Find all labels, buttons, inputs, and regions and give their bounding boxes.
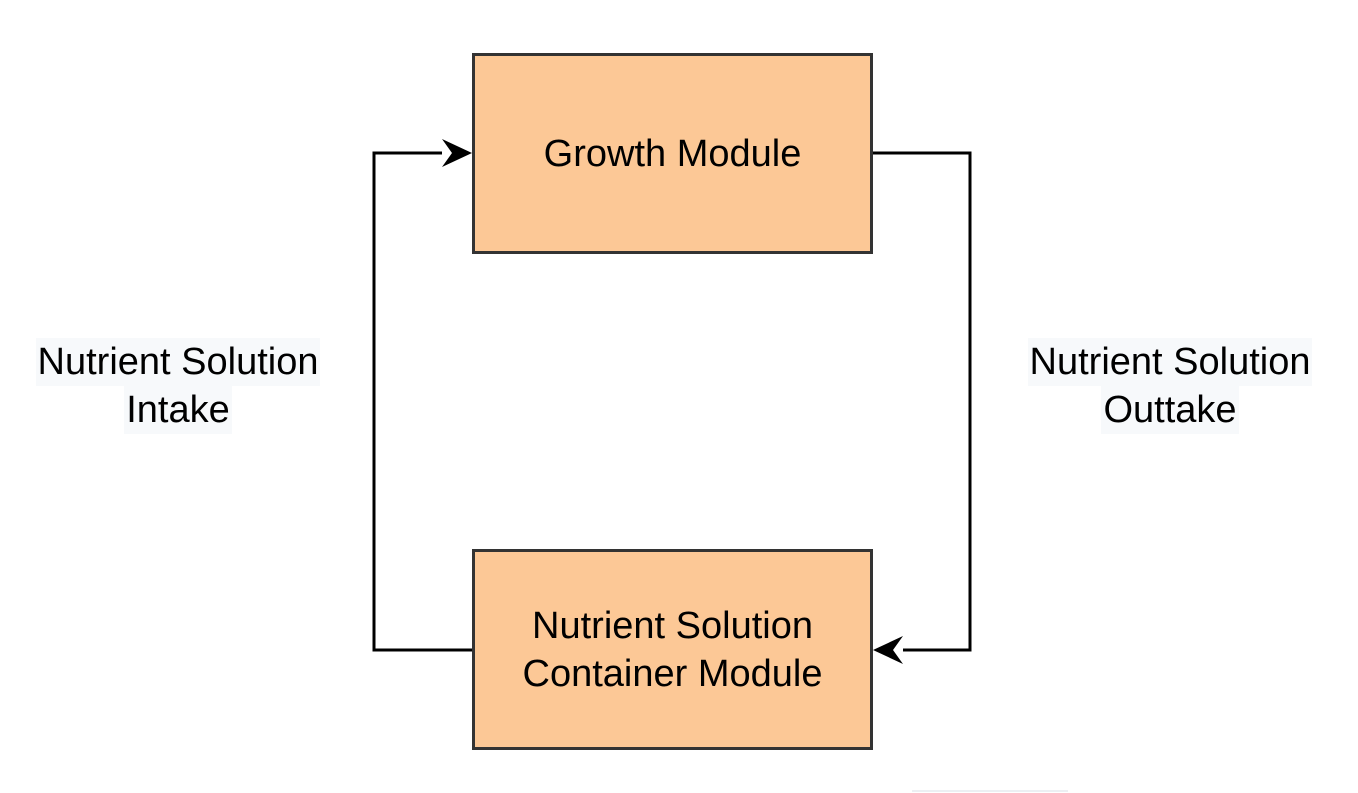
- intake-label-line-2: Intake: [124, 386, 232, 434]
- footer-divider: [912, 790, 1068, 792]
- outtake-connector: [873, 151, 972, 652]
- outtake-label-line-1: Nutrient Solution: [1027, 338, 1313, 386]
- growth-module-label: Growth Module: [543, 132, 802, 175]
- intake-connector: [372, 151, 472, 652]
- intake-label-line-1: Nutrient Solution: [35, 338, 321, 386]
- intake-arrowhead: [442, 139, 472, 167]
- container-module-box[interactable]: Nutrient Solution Container Module: [472, 549, 873, 750]
- outtake-label-line-2: Outtake: [1101, 386, 1239, 434]
- outtake-label: Nutrient Solution Outtake: [1012, 338, 1328, 434]
- container-module-label: Nutrient Solution Container Module: [522, 604, 823, 695]
- growth-module-box[interactable]: Growth Module: [472, 53, 873, 254]
- outtake-arrowhead: [873, 636, 903, 664]
- intake-label: Nutrient Solution Intake: [20, 338, 336, 434]
